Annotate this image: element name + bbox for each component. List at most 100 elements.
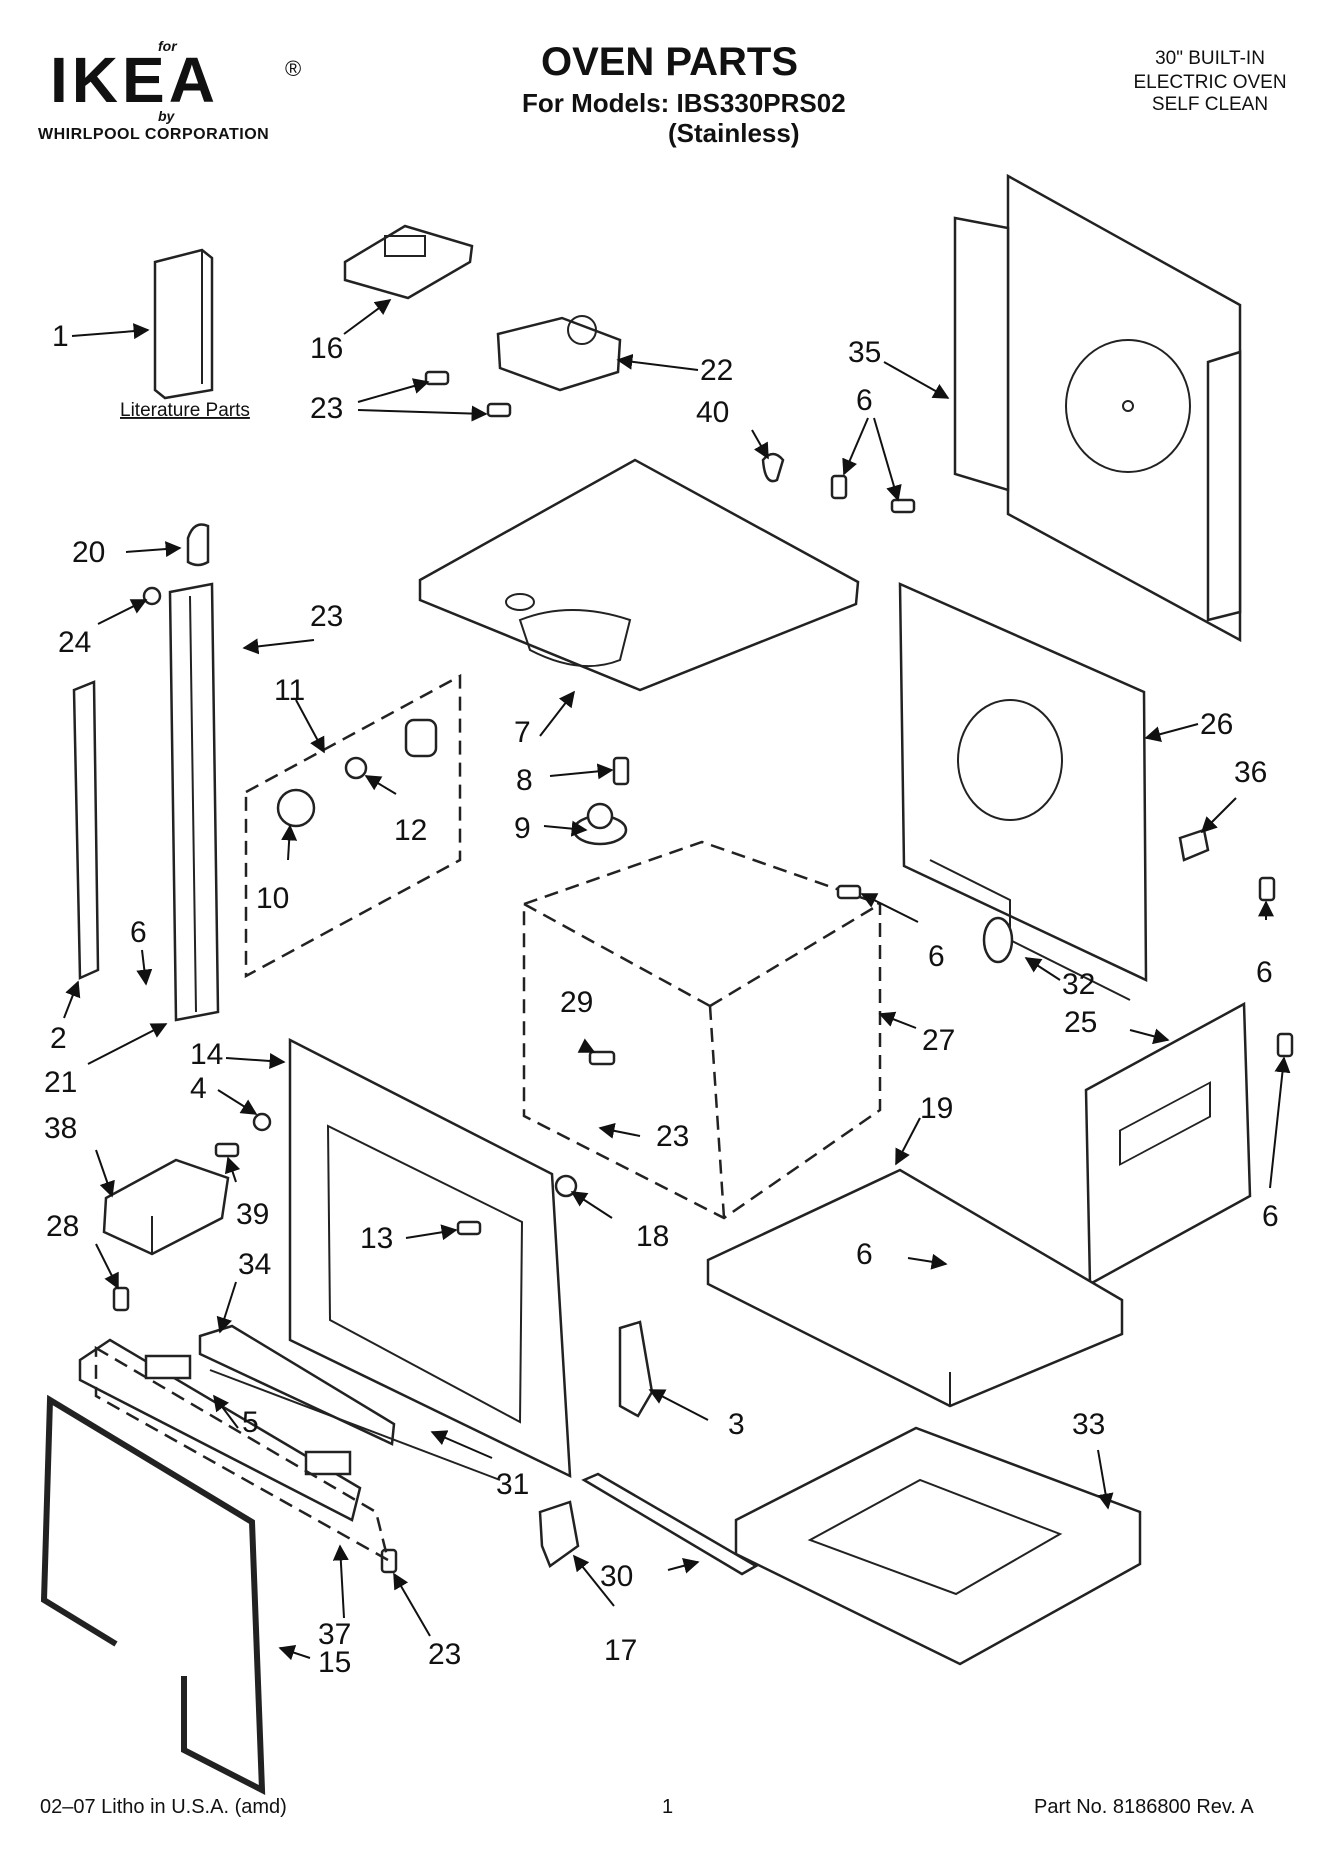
bottom-tray-part	[734, 1426, 1142, 1666]
temperature-sensor-part	[572, 756, 630, 846]
oven-light-assembly-part	[244, 673, 462, 979]
page-title: OVEN PARTS	[540, 40, 799, 84]
registered-mark: ®	[285, 56, 302, 81]
callout-19: 19	[920, 1092, 953, 1125]
callout-34: 34	[238, 1248, 271, 1281]
callout-10: 10	[256, 882, 289, 915]
literature-parts-label: Literature Parts	[120, 400, 250, 421]
callout-8: 8	[516, 764, 533, 797]
callout-17: 17	[604, 1634, 637, 1667]
lower-side-panel-part	[1084, 1001, 1252, 1287]
callout-32: 32	[1062, 968, 1095, 1001]
callout-6-lower: 6	[1262, 1200, 1279, 1233]
spec-line-clean: SELF CLEAN	[1151, 94, 1269, 115]
callout-6-back: 6	[856, 384, 873, 417]
callout-24: 24	[58, 626, 91, 659]
callout-2: 2	[50, 1022, 67, 1055]
spacer-part	[554, 1174, 578, 1198]
callout-12: 12	[394, 814, 427, 847]
leader-lines	[63, 299, 1291, 1661]
manufacturer-name: WHIRLPOOL CORPORATION	[38, 126, 270, 143]
part-number: Part No. 8186800 Rev. A	[1034, 1796, 1254, 1818]
callout-9: 9	[514, 812, 531, 845]
callout-6-shelf: 6	[856, 1238, 873, 1271]
mount-screw-part	[214, 1142, 240, 1158]
oven-cavity-liner-part	[522, 840, 882, 1220]
callout-36: 36	[1234, 756, 1267, 789]
callout-40: 40	[696, 396, 729, 429]
callout-1: 1	[52, 320, 69, 353]
top-heat-shield-part	[418, 458, 860, 692]
door-latch-part	[496, 315, 622, 392]
bumper-part	[252, 1112, 272, 1132]
vent-trim-part	[581, 1472, 759, 1576]
literature-booklet-part	[153, 248, 214, 400]
thermostat-part	[982, 916, 1014, 964]
callout-35: 35	[848, 336, 881, 369]
side-screws-part	[836, 876, 1294, 1058]
nut-part	[142, 586, 162, 606]
callout-15: 15	[318, 1646, 351, 1679]
models-line: For Models: IBS330PRS02	[522, 88, 846, 118]
ikea-logo: IKEA	[50, 44, 219, 116]
callout-23-latch: 23	[310, 392, 343, 425]
callout-23-trim: 23	[310, 600, 343, 633]
bracket-part	[1178, 828, 1210, 862]
logo-by-text: by	[158, 108, 175, 124]
callout-18: 18	[636, 1220, 669, 1253]
latch-screws-part	[424, 370, 512, 418]
back-panel-part	[953, 173, 1242, 643]
relay-box-part	[102, 1158, 230, 1256]
callout-39: 39	[236, 1198, 269, 1231]
bottom-screw-part	[380, 1548, 398, 1574]
callout-5: 5	[242, 1406, 259, 1439]
callout-22: 22	[700, 354, 733, 387]
callout-25: 25	[1064, 1006, 1097, 1039]
cover-part	[186, 523, 210, 567]
callout-29: 29	[560, 986, 593, 1019]
spec-line-size: 30" BUILT-IN	[1155, 48, 1265, 69]
lower-bracket-part	[209, 1369, 501, 1481]
hinge-bracket-part	[618, 1320, 654, 1418]
spec-line-type: ELECTRIC OVEN	[1133, 72, 1287, 93]
page-number: 1	[662, 1796, 674, 1818]
callout-14: 14	[190, 1038, 223, 1071]
callout-11: 11	[274, 674, 305, 707]
callout-31: 31	[496, 1468, 529, 1501]
callout-21: 21	[44, 1066, 77, 1099]
clip-bracket-part	[538, 1500, 580, 1568]
trim-screw-part	[112, 1286, 130, 1312]
callout-23-bottom: 23	[428, 1638, 461, 1671]
callout-13: 13	[360, 1222, 393, 1255]
litho-note: 02–07 Litho in U.S.A. (amd)	[40, 1796, 287, 1818]
callout-30: 30	[600, 1560, 633, 1593]
callout-38: 38	[44, 1112, 77, 1145]
callout-27: 27	[922, 1024, 955, 1057]
door-gasket-part	[40, 1394, 266, 1796]
callout-37: 37	[318, 1618, 351, 1651]
callout-16: 16	[310, 332, 343, 365]
front-frame-part	[288, 1037, 572, 1479]
callout-6-trim: 6	[130, 916, 147, 949]
callout-26: 26	[1200, 708, 1233, 741]
callout-20: 20	[72, 536, 105, 569]
side-panel-part	[898, 582, 1148, 1001]
bottom-shelf-part	[706, 1168, 1124, 1408]
control-board-part	[343, 224, 474, 300]
callout-28: 28	[46, 1210, 79, 1243]
callout-6-side: 6	[928, 940, 945, 973]
logo-for-text: for	[158, 38, 177, 54]
sensor-bracket-part	[588, 1050, 616, 1066]
lower-trim-assembly-part	[78, 1324, 396, 1563]
callout-4: 4	[190, 1072, 207, 1105]
clip-part	[761, 452, 785, 483]
callout-6-bracket: 6	[1256, 956, 1273, 989]
callout-23-liner: 23	[656, 1120, 689, 1153]
callout-33: 33	[1072, 1408, 1105, 1441]
model-variant: (Stainless)	[668, 118, 800, 148]
callout-3: 3	[728, 1408, 745, 1441]
back-panel-screws-part	[830, 474, 916, 514]
callout-7: 7	[514, 716, 531, 749]
side-trim-part	[72, 582, 220, 1022]
